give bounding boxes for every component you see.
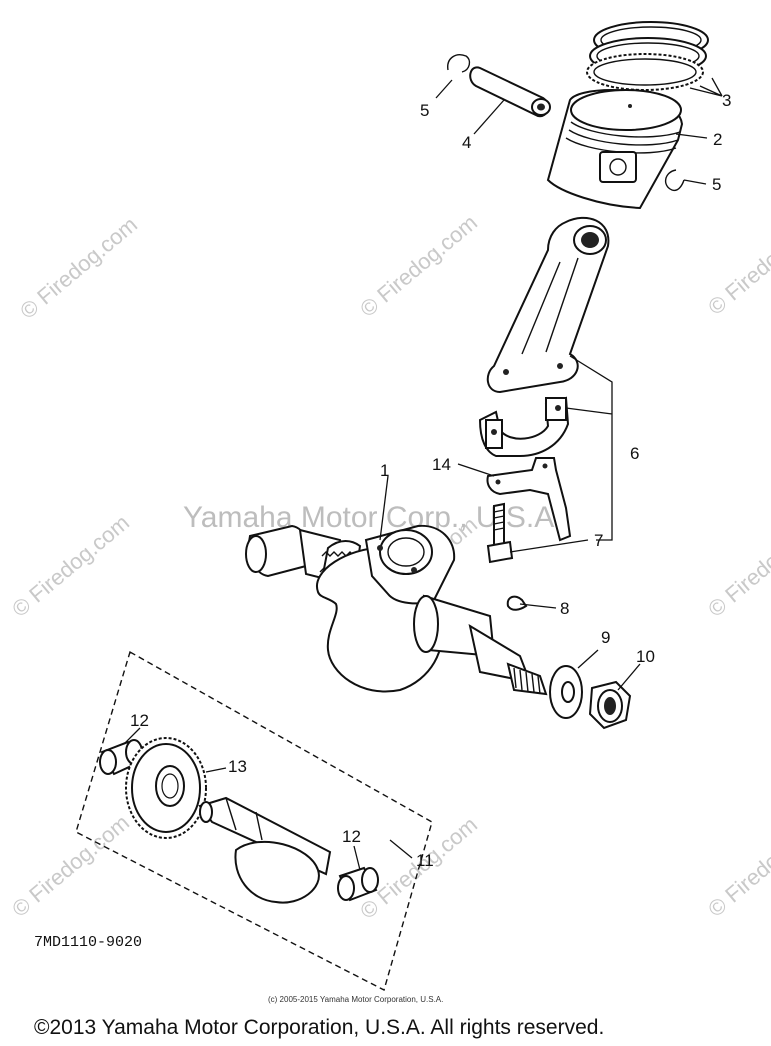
callout-12-upper: 12 bbox=[130, 711, 149, 730]
piston bbox=[546, 88, 684, 210]
balancer-drive-gear bbox=[125, 737, 207, 839]
washer bbox=[549, 665, 583, 719]
bearing-lower bbox=[337, 866, 379, 902]
callout-14: 14 bbox=[432, 455, 451, 474]
woodruff-key bbox=[506, 595, 528, 611]
callout-labels: 1 2 3 4 5 5 6 7 8 9 10 11 12 12 13 14 bbox=[130, 91, 731, 870]
piston-pin bbox=[469, 66, 551, 118]
lock-plate bbox=[486, 457, 572, 542]
callout-3: 3 bbox=[722, 91, 731, 110]
footer-copyright: ©2013 Yamaha Motor Corporation, U.S.A. A… bbox=[34, 1016, 604, 1039]
small-copyright: (c) 2005-2015 Yamaha Motor Corporation, … bbox=[268, 995, 443, 1004]
watermark-right-bottom: © Firedog.com bbox=[703, 810, 771, 922]
balancer-shaft bbox=[198, 796, 332, 904]
connecting-rod-cap bbox=[478, 396, 570, 457]
watermark-right-top: © Firedog.com bbox=[703, 208, 771, 320]
watermark-left-mid: © Firedog.com bbox=[7, 510, 134, 622]
callout-12-lower: 12 bbox=[342, 827, 361, 846]
callout-7: 7 bbox=[594, 531, 603, 550]
callout-10: 10 bbox=[636, 647, 655, 666]
callout-8: 8 bbox=[560, 599, 569, 618]
callout-5-right: 5 bbox=[712, 175, 721, 194]
balancer-assembly-box bbox=[75, 650, 433, 992]
connecting-rod bbox=[486, 217, 610, 394]
yamaha-center-watermark: Yamaha Motor Corp., U.S.A. bbox=[183, 501, 563, 534]
callout-1: 1 bbox=[380, 461, 389, 480]
piston-rings bbox=[586, 21, 709, 91]
callout-9: 9 bbox=[601, 628, 610, 647]
callout-2: 2 bbox=[713, 130, 722, 149]
piston-pin-clip-right bbox=[665, 169, 685, 192]
crankshaft-nut bbox=[588, 680, 632, 730]
callout-11: 11 bbox=[416, 851, 434, 870]
watermark-left: © Firedog.com bbox=[15, 212, 142, 324]
callout-13: 13 bbox=[228, 757, 247, 776]
watermark-left-bottom: © Firedog.com bbox=[7, 810, 134, 922]
watermark-mid-top: © Firedog.com bbox=[355, 210, 482, 322]
watermark-right-mid: © Firedog.com bbox=[703, 510, 771, 622]
callout-5-top: 5 bbox=[420, 101, 429, 120]
drawing-number: 7MD1110-9020 bbox=[34, 934, 142, 951]
callout-6: 6 bbox=[630, 444, 639, 463]
leader-lines bbox=[123, 77, 723, 871]
piston-pin-clip-top bbox=[447, 54, 471, 73]
crankshaft bbox=[245, 524, 548, 696]
callout-4: 4 bbox=[462, 133, 471, 152]
connecting-rod-bolt bbox=[486, 502, 514, 564]
